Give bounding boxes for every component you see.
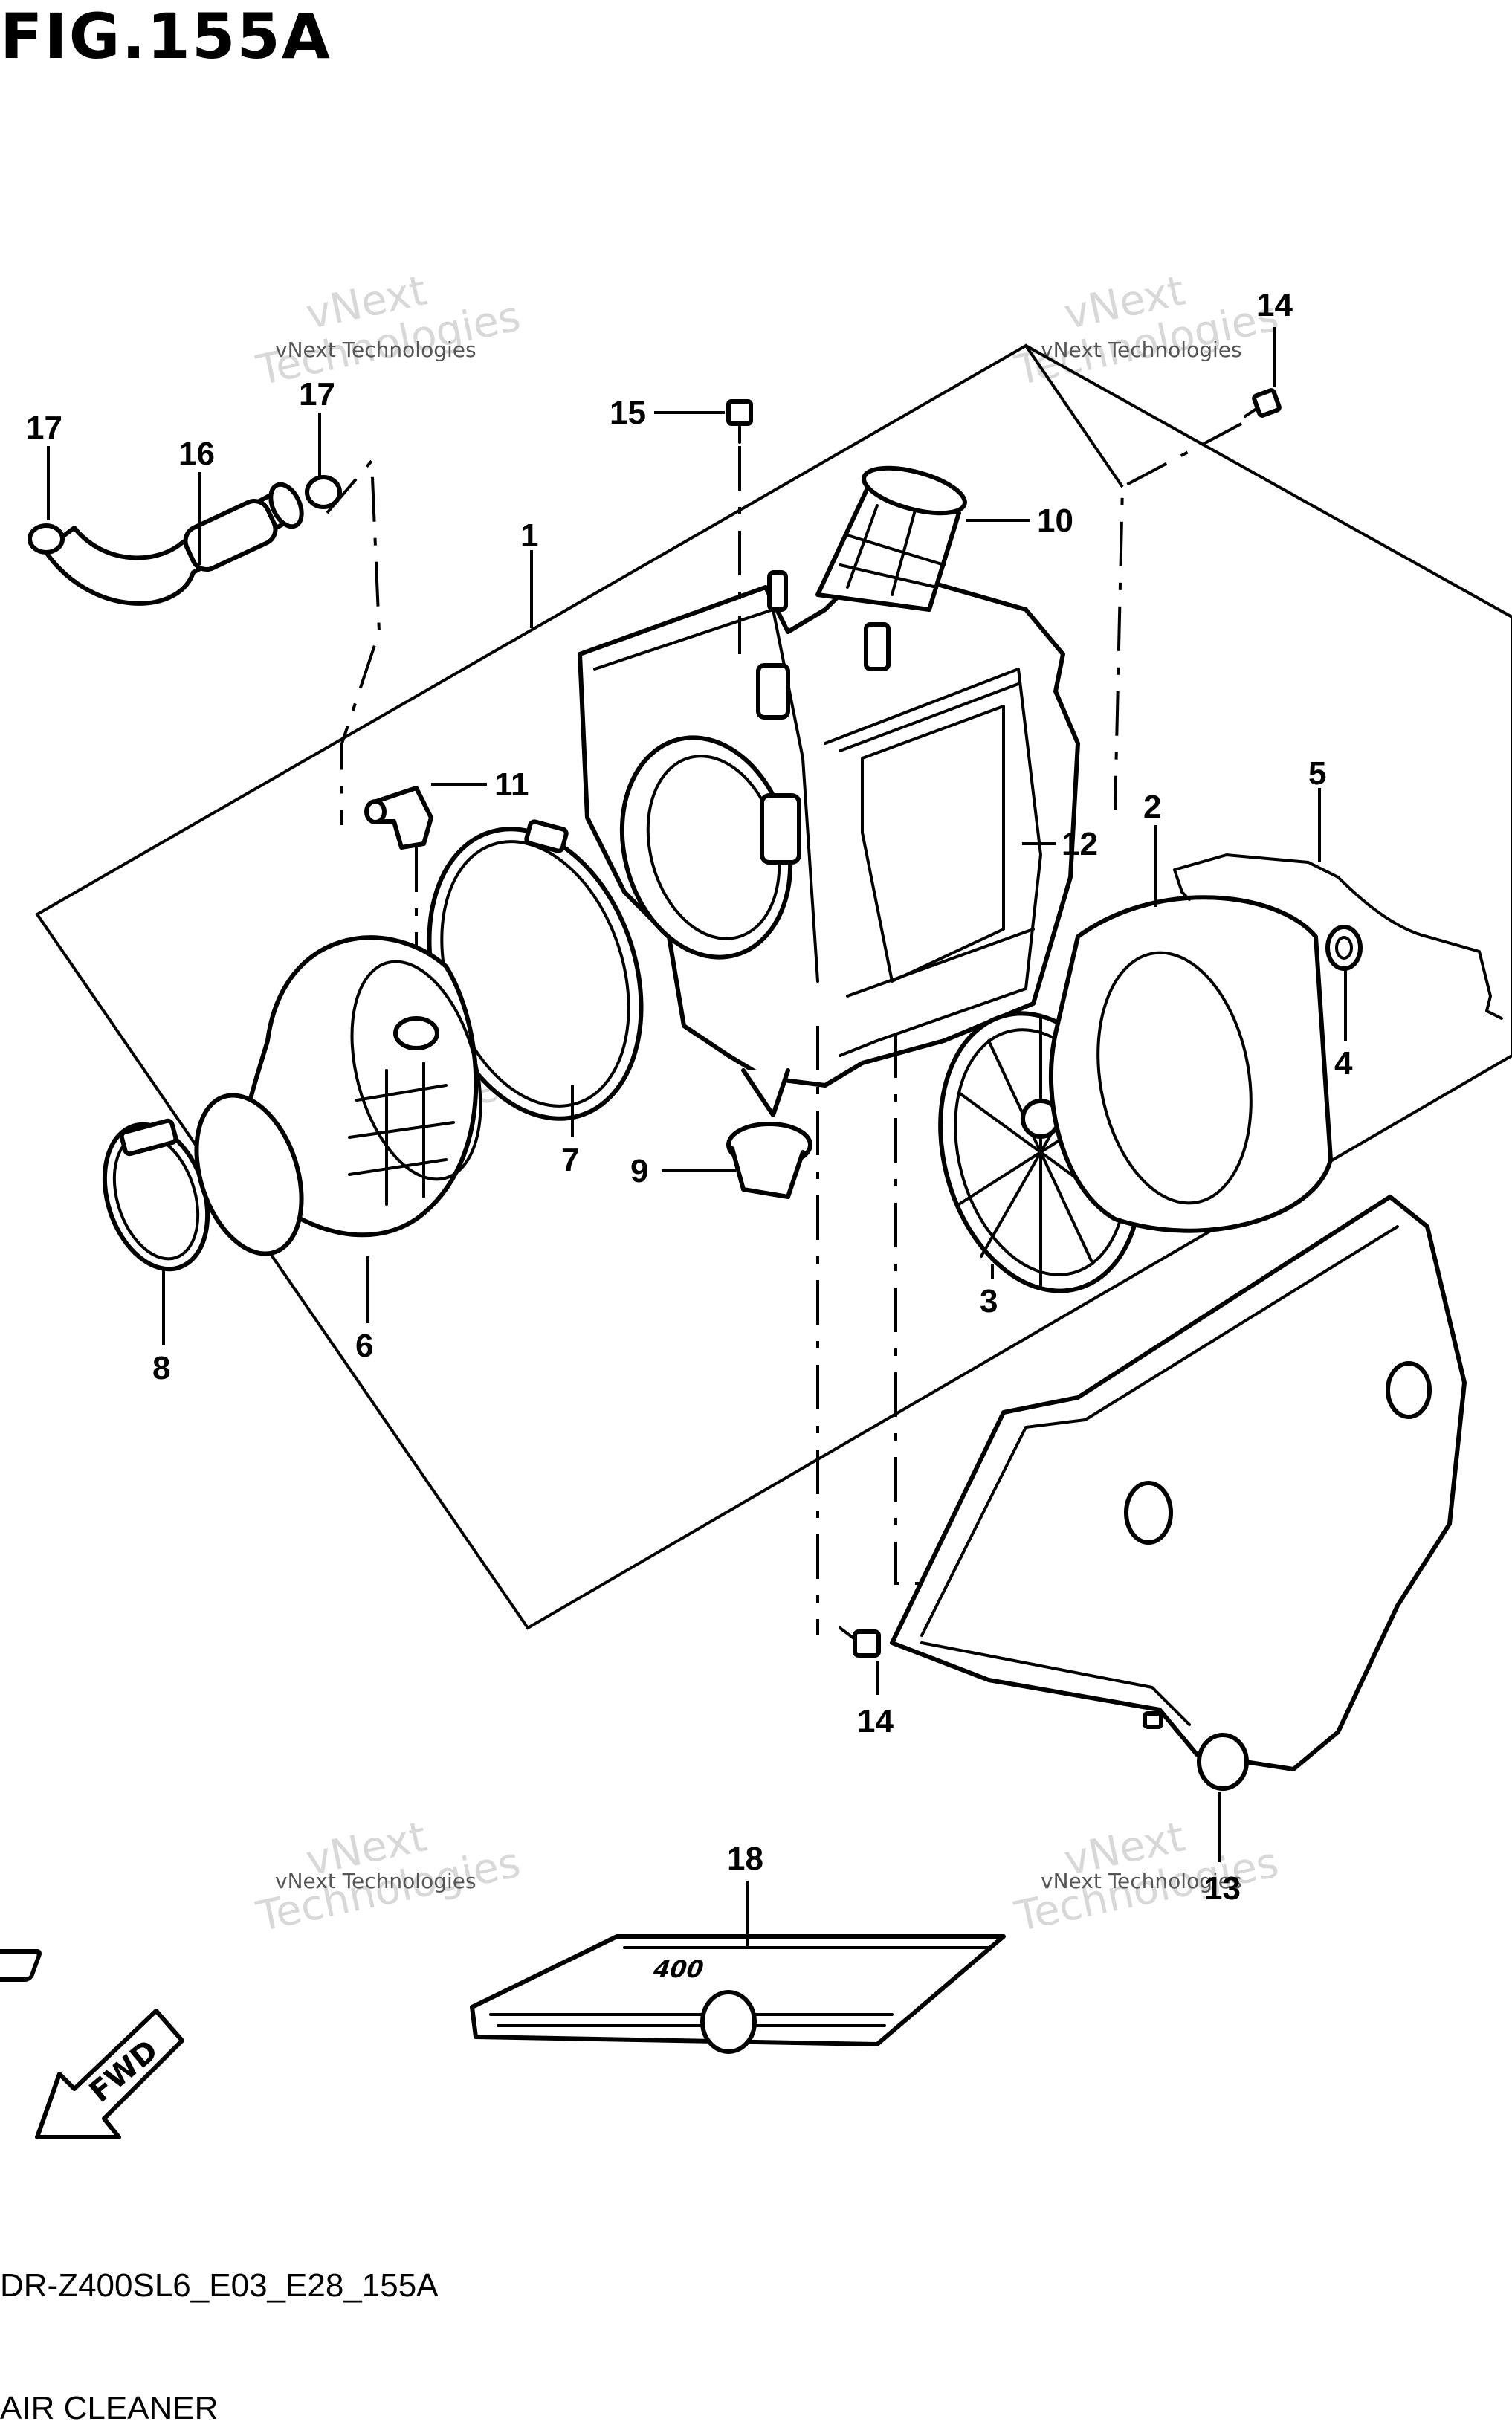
model-code: DR-Z400SL6_E03_E28_155A xyxy=(0,2267,439,2304)
gasket-ring-part xyxy=(427,819,644,1121)
intake-tube-part xyxy=(815,465,967,612)
assembly-boundary xyxy=(35,343,1512,1630)
callout-1: 1 xyxy=(520,517,538,554)
boot-collar xyxy=(194,1093,304,1256)
callout-leaders xyxy=(47,327,1347,1948)
forward-direction-arrow: FWD xyxy=(35,2009,184,2139)
watermark-text: vNext Technologies xyxy=(1041,337,1242,362)
callout-15: 15 xyxy=(610,395,646,431)
callout-6: 6 xyxy=(355,1328,373,1364)
section-name: AIR CLEANER xyxy=(0,2390,219,2426)
callout-10: 10 xyxy=(1037,503,1073,539)
callout-labels: 1 2 3 4 5 6 7 8 9 10 11 12 13 14 14 15 1… xyxy=(26,287,1353,1907)
callout-17-right: 17 xyxy=(299,376,335,413)
washer-part xyxy=(1325,925,1363,971)
breather-hose-part xyxy=(28,475,342,606)
intake-boot-part xyxy=(239,935,482,1238)
callout-8: 8 xyxy=(152,1350,170,1386)
callout-14-bottom: 14 xyxy=(857,1703,894,1739)
callout-7: 7 xyxy=(561,1142,579,1178)
leader-line xyxy=(326,456,381,825)
callout-14-top: 14 xyxy=(1256,287,1293,323)
hose-clamp xyxy=(28,523,65,555)
callout-4: 4 xyxy=(1334,1045,1353,1082)
bolt-part xyxy=(726,399,753,444)
watermark-text: vNext Technologies xyxy=(275,1869,476,1893)
leader-line xyxy=(1114,422,1242,811)
callout-12: 12 xyxy=(1062,826,1098,862)
spring-wire-part xyxy=(1173,853,1503,1020)
callout-9: 9 xyxy=(630,1153,648,1189)
callout-5: 5 xyxy=(1308,755,1326,792)
hose-clamp-part xyxy=(102,1118,210,1272)
bolt-part xyxy=(839,1626,881,1658)
callout-17-left: 17 xyxy=(26,410,62,446)
callout-18: 18 xyxy=(727,1841,763,1877)
hose-clamp xyxy=(305,475,342,509)
air-cleaner-case-part xyxy=(578,563,1080,1117)
callout-2: 2 xyxy=(1143,789,1161,825)
boundary-line xyxy=(1025,344,1512,618)
watermark-text: vNext Technologies xyxy=(275,337,476,362)
grommet-part xyxy=(726,1122,812,1199)
elbow-fitting-part xyxy=(364,786,433,850)
figure-title: FIG.155A xyxy=(0,0,332,73)
callout-11: 11 xyxy=(494,766,529,803)
watermark-text: vNext Technologies xyxy=(1041,1869,1242,1893)
side-cover-part xyxy=(890,1195,1467,1791)
decal-part: 400 xyxy=(0,1934,1006,2054)
leader-line xyxy=(894,1033,922,1585)
decal-text: 400 xyxy=(649,1956,708,1983)
callout-3: 3 xyxy=(980,1283,998,1319)
callout-13: 13 xyxy=(1204,1870,1241,1907)
bolt-part xyxy=(1244,388,1282,418)
filter-element-part xyxy=(1048,895,1333,1233)
callout-16: 16 xyxy=(178,436,215,472)
